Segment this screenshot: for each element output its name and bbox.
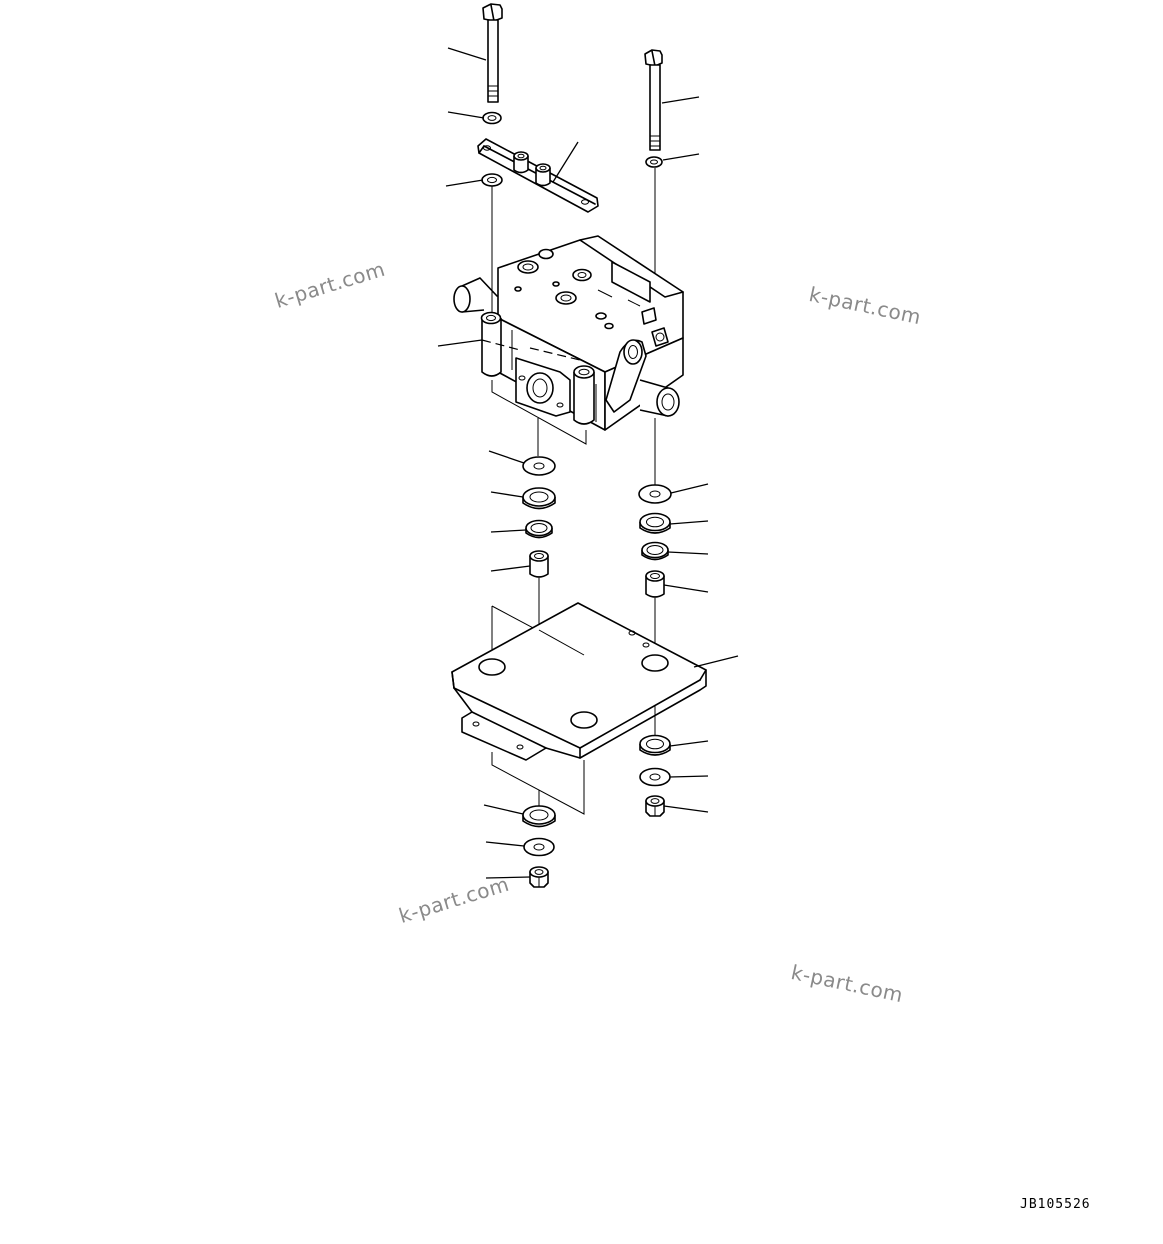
left-ring (525, 519, 553, 539)
right-bolt-washer (645, 156, 663, 168)
left-nut (529, 866, 549, 888)
drawing-id: JB105526 (1020, 1197, 1091, 1212)
right-bolt (644, 49, 663, 151)
left-bolt-washer (482, 111, 502, 125)
base-plate (451, 602, 707, 761)
left-bolt (482, 3, 503, 103)
left-upper-washer (481, 173, 503, 187)
right-cushion-upper (639, 512, 671, 534)
right-washer-large (638, 484, 672, 504)
left-cushion-upper (522, 487, 556, 510)
right-cushion-lower (639, 734, 671, 756)
right-ring (641, 541, 669, 561)
left-washer-lower (523, 837, 555, 857)
right-nut (645, 795, 665, 817)
control-valve-body (453, 235, 684, 431)
right-collar (645, 570, 665, 598)
mounting-bracket (477, 138, 599, 213)
left-cushion-lower (522, 805, 556, 828)
left-collar (529, 550, 549, 578)
left-washer-large (522, 456, 556, 476)
right-washer-lower (639, 767, 671, 787)
